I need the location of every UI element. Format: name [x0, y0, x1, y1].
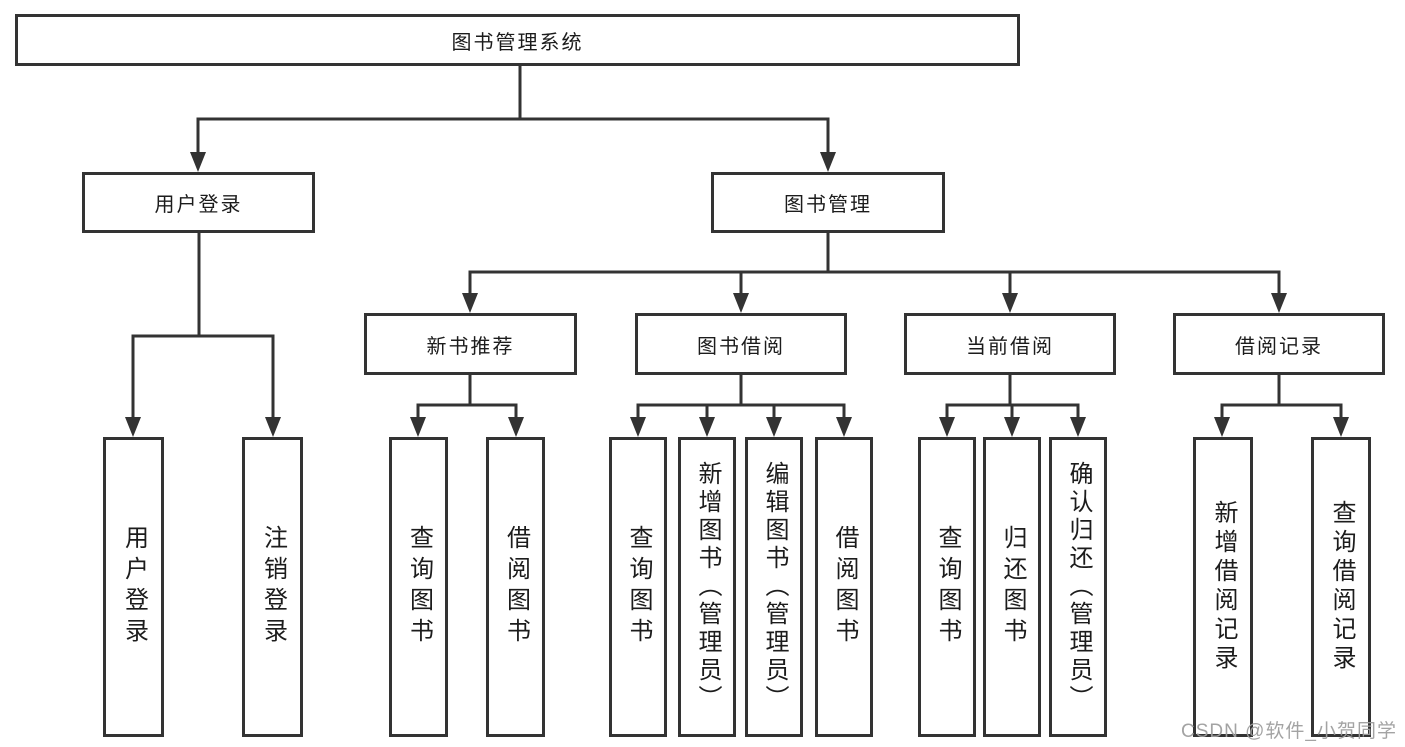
node-user-login: 用户登录	[82, 172, 315, 233]
leaf-borrow-add-books-admin: 新增图书（管理员）	[678, 437, 736, 737]
leaf-current-confirm-return-admin: 确认归还（管理员）	[1049, 437, 1107, 737]
leaf-records-query-borrow-record: 查询借阅记录	[1311, 437, 1371, 737]
leaf-login-logout: 注销登录	[242, 437, 303, 737]
leaf-recommend-borrow-books: 借阅图书	[486, 437, 545, 737]
csdn-watermark: CSDN @软件_小贺同学	[1181, 721, 1397, 742]
leaf-borrow-edit-books-admin: 编辑图书（管理员）	[745, 437, 803, 737]
leaf-recommend-query-books: 查询图书	[389, 437, 448, 737]
leaf-current-query-books: 查询图书	[918, 437, 976, 737]
node-book-borrowing: 图书借阅	[635, 313, 847, 375]
leaf-borrow-query-books: 查询图书	[609, 437, 667, 737]
node-current-borrowing: 当前借阅	[904, 313, 1116, 375]
node-new-book-recommend: 新书推荐	[364, 313, 577, 375]
leaf-login-user-login: 用户登录	[103, 437, 164, 737]
node-book-management: 图书管理	[711, 172, 945, 233]
leaf-borrow-borrow-books: 借阅图书	[815, 437, 873, 737]
leaf-records-add-borrow-record: 新增借阅记录	[1193, 437, 1253, 737]
node-borrowing-records: 借阅记录	[1173, 313, 1385, 375]
node-root-library-management-system: 图书管理系统	[15, 14, 1020, 66]
leaf-current-return-books: 归还图书	[983, 437, 1041, 737]
